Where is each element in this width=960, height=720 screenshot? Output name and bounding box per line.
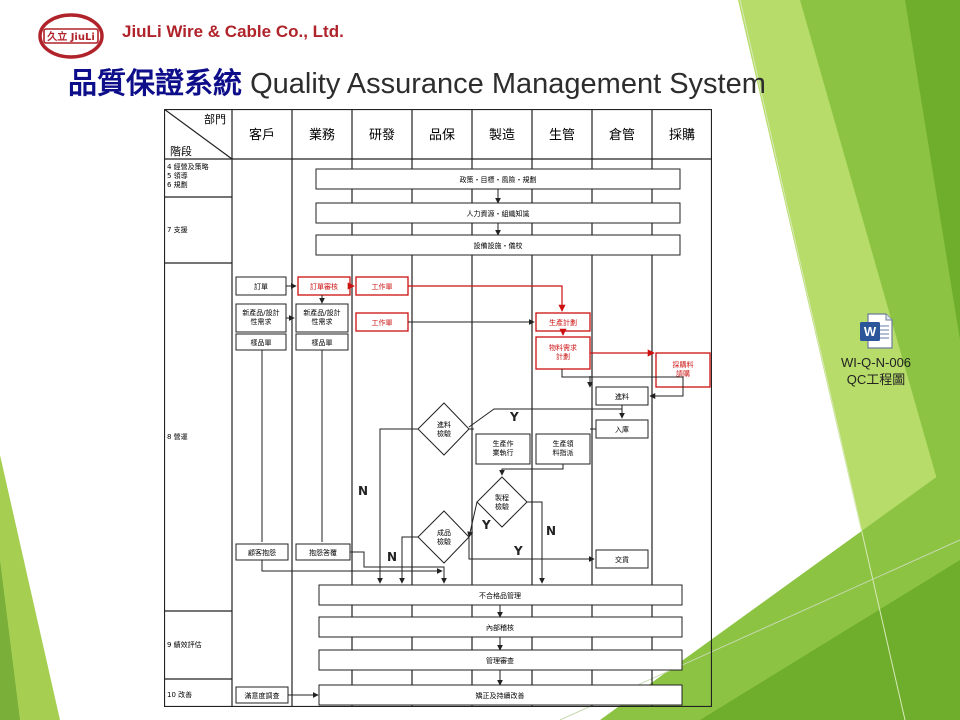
attachment-name-line2: QC工程圖	[846, 372, 906, 387]
node-production-issue: 生產領料指派	[553, 439, 574, 457]
node-final-inspection: 成品檢驗	[437, 528, 451, 546]
node-shipment: 交貨	[615, 555, 629, 564]
flow-label-no-2: N	[546, 524, 556, 538]
logo-text: 久立 JiuLi	[46, 30, 95, 43]
node-new-product-sales: 新產品/設計性需求	[303, 308, 340, 326]
node-satisfaction: 滿意度調查	[245, 691, 280, 700]
dept-header-client: 客戶	[249, 127, 275, 143]
node-material-plan: 物料需求計劃	[549, 343, 577, 361]
dept-header-production-control: 生管	[549, 128, 575, 143]
box-corrective-action: 矯正及持續改善	[476, 691, 525, 700]
flow-label-no-1: N	[358, 484, 368, 498]
dept-header-sales: 業務	[309, 127, 335, 143]
flow-label-yes-1: Y	[509, 410, 519, 424]
node-incoming: 進料	[615, 392, 629, 401]
attachment-name-line1: WI-Q-N-006	[840, 355, 912, 370]
flow-label-yes-3: Y	[513, 544, 523, 558]
node-complaint: 顧客抱怨	[248, 548, 276, 557]
node-incoming-inspection: 進料檢驗	[437, 420, 451, 438]
node-production-exec: 生產作業執行	[493, 439, 514, 457]
dept-header-warehouse: 倉管	[609, 128, 635, 143]
corner-stage-label: 階段	[170, 144, 192, 158]
flow-label-no-3: N	[387, 550, 397, 564]
department-headers: 客戶 業務 研發 品保 製造 生管 倉管 採購	[249, 127, 695, 143]
dept-header-purchasing: 採購	[669, 128, 695, 143]
box-management-review: 管理審查	[486, 656, 514, 665]
box-policy: 政策・目標・風險・規劃	[460, 175, 537, 184]
node-process-inspection: 製程檢驗	[495, 493, 509, 511]
stage-label-performance: 9 績效評估	[167, 640, 202, 649]
flow-label-yes-2: Y	[481, 518, 491, 532]
node-complaint-handling: 抱怨答覆	[309, 548, 337, 557]
word-document-icon[interactable]: W	[858, 312, 894, 350]
title-english: Quality Assurance Management System	[250, 68, 766, 100]
title-chinese: 品質保證系統	[68, 66, 243, 100]
company-logo: 久立 JiuLi	[38, 13, 104, 59]
node-work-order-2: 工作單	[372, 318, 393, 327]
node-new-product-client: 新產品/設計性需求	[242, 308, 279, 326]
stage-label-improvement: 10 改善	[167, 690, 192, 699]
stage-label-support: 7 支援	[167, 225, 188, 234]
node-sample-sales: 樣品單	[312, 338, 333, 347]
dept-header-manufacturing: 製造	[489, 128, 515, 143]
node-production-plan: 生產計劃	[549, 318, 577, 327]
node-work-order-1: 工作單	[372, 282, 393, 291]
page-title: 品質保證系統 Quality Assurance Management Syst…	[68, 60, 766, 102]
attachment-filename[interactable]: WI-Q-N-006 QC工程圖	[820, 354, 932, 388]
node-warehouse-in: 入庫	[615, 425, 629, 434]
node-order-review: 訂單審核	[310, 282, 338, 291]
box-internal-audit: 內部稽核	[486, 623, 514, 632]
company-name: JiuLi Wire & Cable Co., Ltd.	[122, 22, 344, 41]
box-nonconforming: 不合格品管理	[479, 591, 521, 600]
stage-label-operation: 8 營運	[167, 432, 188, 441]
box-equipment: 設備設施・儀校	[474, 241, 523, 250]
dept-header-qa: 品保	[429, 128, 455, 143]
svg-text:W: W	[864, 324, 877, 339]
node-purchase-request: 採購料請購	[673, 360, 694, 378]
node-order: 訂單	[254, 282, 268, 291]
dept-header-rd: 研發	[369, 128, 395, 143]
corner-dept-label: 部門	[204, 112, 226, 126]
node-sample-client: 樣品單	[251, 338, 272, 347]
box-human-resources: 人力資源・組織知識	[467, 209, 530, 218]
